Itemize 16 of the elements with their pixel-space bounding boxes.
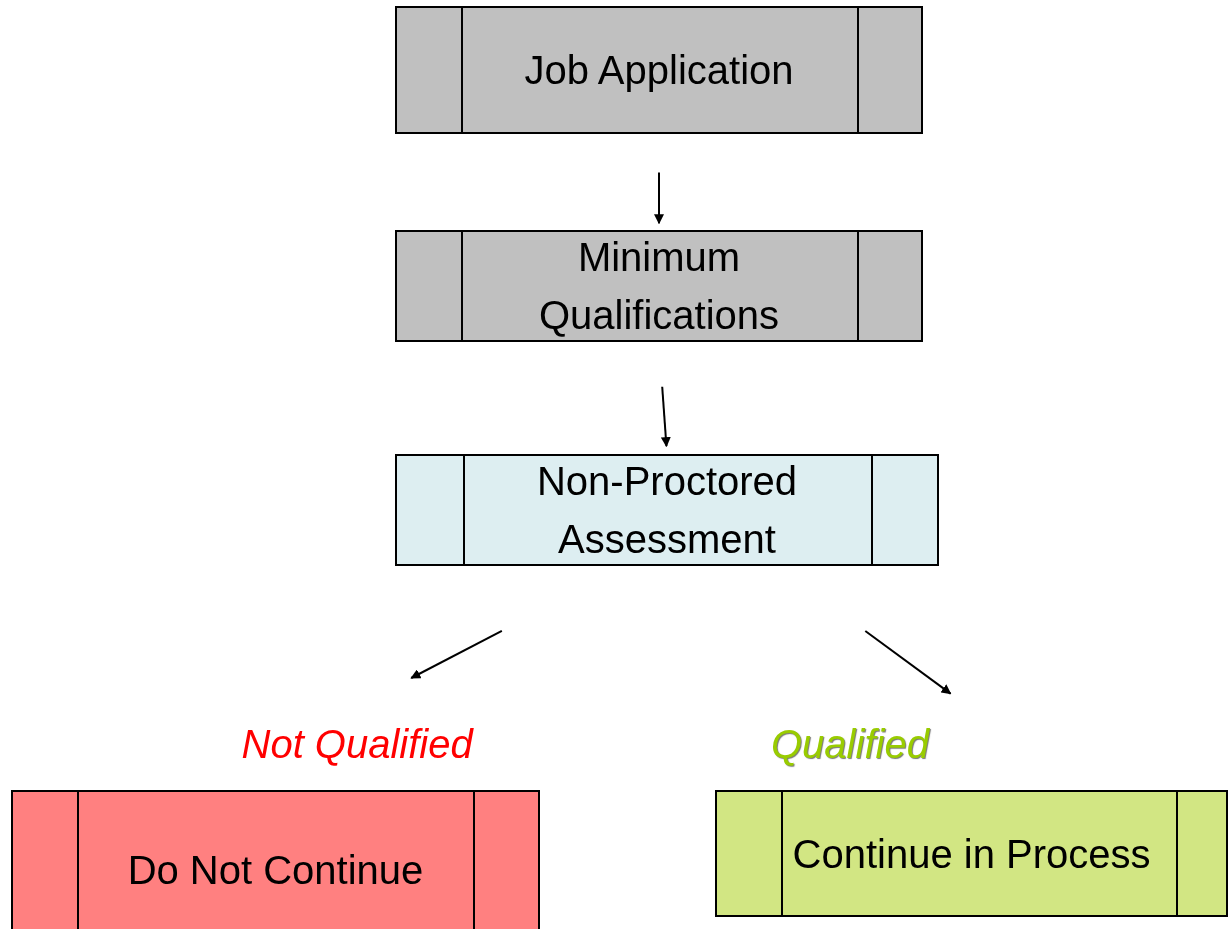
arrow xyxy=(410,629,503,679)
outcome-heading: Not Qualified xyxy=(241,722,473,767)
step-label: Continue in Process xyxy=(792,830,1151,878)
step-label: Job Application xyxy=(524,47,794,94)
process-box xyxy=(395,230,923,342)
process-box xyxy=(715,790,1228,917)
step-label: Non-Proctored Assessment xyxy=(535,458,799,563)
arrow xyxy=(654,171,664,225)
arrow xyxy=(660,385,671,448)
process-box xyxy=(11,790,540,929)
step-label: Minimum Qualifications xyxy=(537,234,781,339)
process-box xyxy=(395,6,923,134)
arrow xyxy=(864,629,952,695)
outcome-heading: Qualified xyxy=(771,722,929,767)
process-box xyxy=(395,454,939,566)
step-label: Do Not Continue xyxy=(127,847,424,894)
